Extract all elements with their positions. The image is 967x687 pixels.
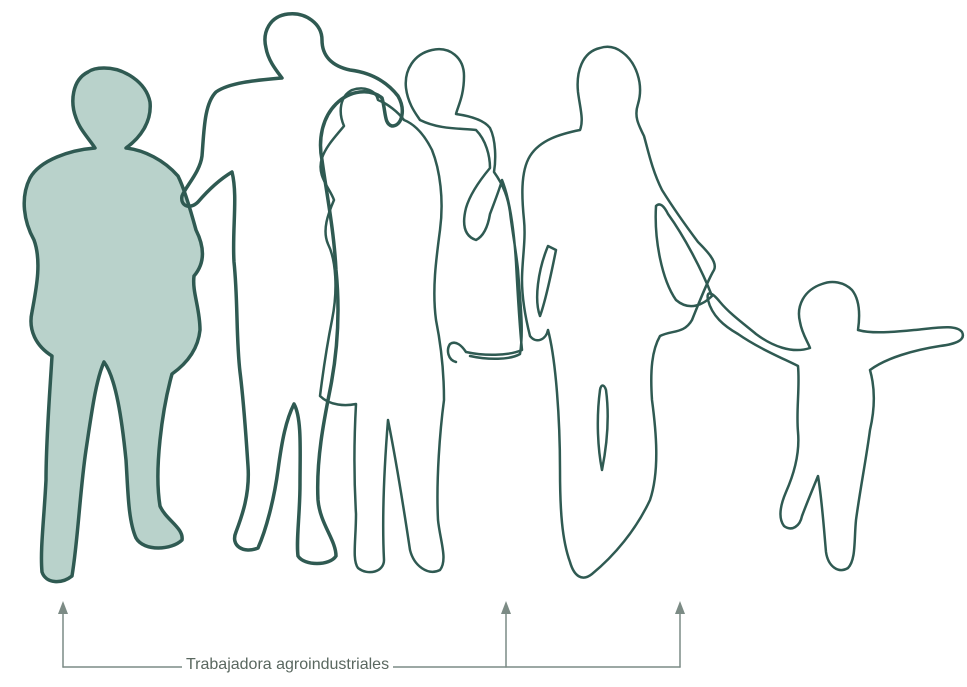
diagram-caption: Trabajadora agroindustriales xyxy=(182,656,393,674)
figure-man-2 xyxy=(406,49,522,362)
figure-woman-3 xyxy=(522,47,715,578)
figure-child xyxy=(708,282,963,570)
figure-woman-1 xyxy=(24,68,202,582)
arrow-up-icon xyxy=(58,601,68,614)
arrow-up-icon xyxy=(675,601,685,614)
arrow-up-icon xyxy=(501,601,511,614)
figure-man-1 xyxy=(182,14,403,564)
